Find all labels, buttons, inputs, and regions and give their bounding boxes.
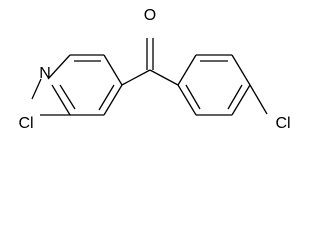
bond-p1-p2 (177, 54, 197, 86)
bond-p4-p5-inner (227, 84, 243, 110)
bond-c3-c4 (103, 54, 123, 86)
bond-c4-c5-inner (98, 84, 115, 111)
bond-p6-p1-inner (185, 84, 201, 110)
bond-p4-p5 (231, 84, 251, 116)
bond-c6-c1-inner (59, 84, 76, 110)
phenyl-chlorine-label: Cl (275, 115, 290, 132)
bond-carbonyl-phenyl (149, 69, 179, 86)
oxygen-label: O (144, 7, 156, 24)
bond-c3-carbonyl (121, 69, 151, 86)
bond-n-c2 (47, 54, 71, 80)
bond-n-c6 (31, 78, 42, 100)
bond-phenyl-cl (249, 84, 268, 115)
bond-p3-p4 (231, 54, 251, 86)
chemical-structure-diagram: O N Cl Cl (18, 7, 290, 132)
bond-c6-c1 (51, 84, 71, 116)
phenyl-ring (177, 54, 251, 116)
bond-p6-p1 (177, 84, 197, 116)
carbonyl-group (121, 38, 179, 86)
nitrogen-label: N (39, 65, 51, 82)
bond-c4-c5 (103, 84, 123, 116)
pyridine-chlorine-label: Cl (18, 115, 33, 132)
pyridine-ring (31, 54, 123, 116)
